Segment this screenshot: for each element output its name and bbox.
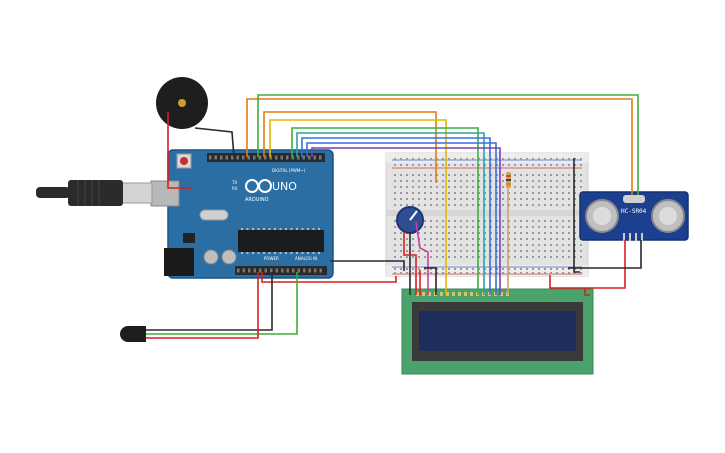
rx-label: RX	[232, 186, 238, 191]
digital-header-label: DIGITAL (PWM~)	[272, 168, 306, 173]
power-header-label: POWER	[264, 256, 279, 261]
potentiometer-icon	[396, 206, 424, 234]
board-brand: ARDUINO	[245, 197, 269, 203]
lcd-display	[401, 288, 594, 375]
analog-header-label: ANALOG IN	[295, 256, 317, 261]
ultrasonic-sensor: HC-SR04	[579, 191, 689, 241]
usb-cable-icon	[36, 180, 153, 206]
sensor-model: HC-SR04	[621, 208, 647, 215]
tx-label: TX	[231, 180, 237, 185]
wires	[146, 94, 642, 339]
buzzer-icon	[156, 77, 208, 129]
arduino-logo-icon	[245, 179, 272, 193]
board-model: UNO	[272, 180, 297, 193]
reset-button[interactable]	[180, 157, 188, 165]
temperature-sensor-icon	[120, 326, 146, 342]
resistor-icon	[506, 172, 511, 188]
arduino-uno: UNO ARDUINO DIGITAL (PWM~) ANALOG IN POW…	[150, 149, 334, 279]
